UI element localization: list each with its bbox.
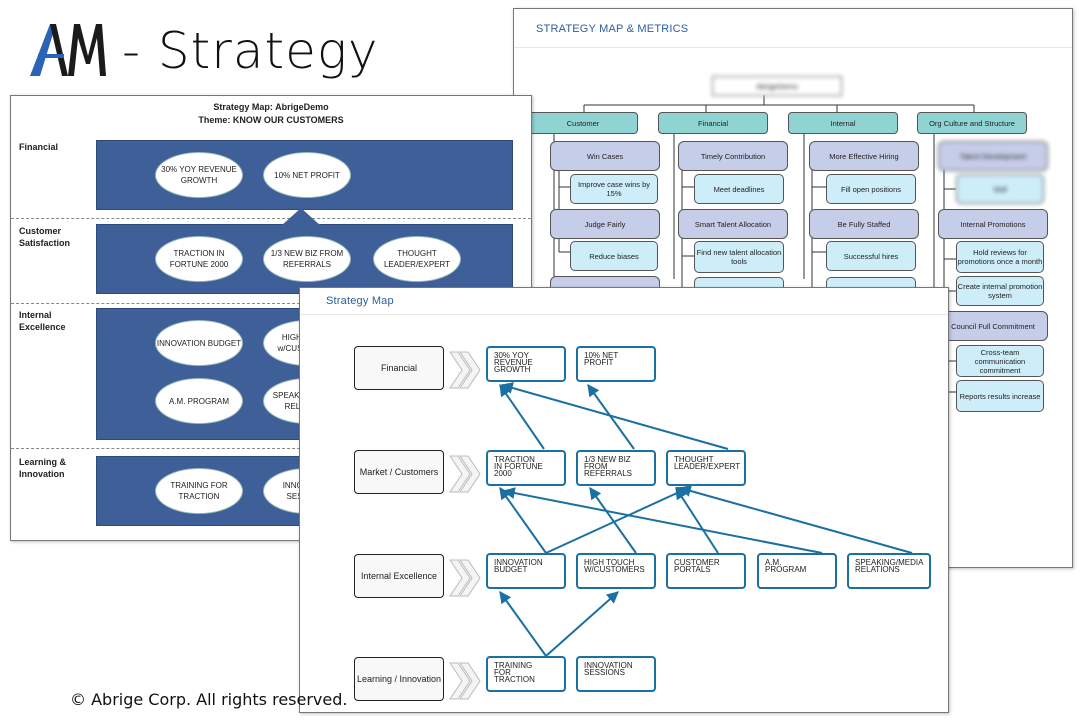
objective-node[interactable]: Be Fully Staffed bbox=[809, 209, 919, 239]
category-org-culture[interactable]: Org Culture and Structure bbox=[917, 112, 1027, 134]
strategy-node[interactable]: 30% YOY REVENUE GROWTH bbox=[486, 346, 566, 382]
chevron-right-icon bbox=[449, 559, 481, 597]
strategy-node[interactable]: TRACTION IN FORTUNE 2000 bbox=[486, 450, 566, 486]
row-label-learning: Learning / Innovation bbox=[354, 657, 444, 701]
initiative-node[interactable]: Skill bbox=[956, 174, 1044, 204]
objective-oval[interactable]: INNOVATION BUDGET bbox=[155, 320, 243, 366]
objective-node[interactable]: Smart Talent Allocation bbox=[678, 209, 788, 239]
strategy-node[interactable]: HIGH TOUCH w/CUSTOMERS bbox=[576, 553, 656, 589]
initiative-node[interactable]: Meet deadlines bbox=[694, 174, 784, 204]
strategy-node[interactable]: THOUGHT LEADER/EXPERT bbox=[666, 450, 746, 486]
category-internal[interactable]: Internal bbox=[788, 112, 898, 134]
initiative-node[interactable]: Create internal promotion system bbox=[956, 276, 1044, 306]
strategy-node[interactable]: SPEAKING/MEDIA RELATIONS bbox=[847, 553, 931, 589]
objective-node[interactable]: Internal Promotions bbox=[938, 209, 1048, 239]
chevron-right-icon bbox=[449, 455, 481, 493]
strategy-map-title: Strategy Map: AbrigeDemo bbox=[213, 102, 329, 112]
objective-oval[interactable]: TRAINING FOR TRACTION bbox=[155, 468, 243, 514]
strategy-connectors bbox=[499, 382, 913, 657]
chevron-right-icon bbox=[449, 662, 481, 700]
row-divider bbox=[11, 303, 531, 304]
objective-oval[interactable]: A.M. PROGRAM bbox=[155, 378, 243, 424]
strategy-node[interactable]: CUSTOMER PORTALS bbox=[666, 553, 746, 589]
objective-node[interactable]: More Effective Hiring bbox=[809, 141, 919, 171]
row-label-learning: Learning & Innovation bbox=[19, 457, 67, 479]
chevron-right-icon bbox=[449, 351, 481, 389]
page-title: - Strategy bbox=[122, 22, 379, 80]
row-label-internal: Internal Excellence bbox=[354, 554, 444, 598]
initiative-node[interactable]: Cross-team communication commitment bbox=[956, 345, 1044, 377]
objective-node[interactable]: Win Cases bbox=[550, 141, 660, 171]
objective-oval[interactable]: THOUGHT LEADER/EXPERT bbox=[373, 236, 461, 282]
panel-header: Strategy Map bbox=[300, 288, 948, 315]
row-label-financial: Financial bbox=[354, 346, 444, 390]
initiative-node[interactable]: Reduce biases bbox=[570, 241, 658, 271]
objective-node[interactable]: Timely Contribution bbox=[678, 141, 788, 171]
abrige-logo bbox=[30, 24, 106, 76]
org-root-node[interactable]: AbrigeDemo bbox=[712, 76, 842, 96]
row-label-internal: Internal Excellence bbox=[19, 310, 66, 332]
row-divider bbox=[11, 218, 531, 219]
strategy-node[interactable]: 1/3 NEW BIZ FROM REFERRALS bbox=[576, 450, 656, 486]
objective-oval[interactable]: 10% NET PROFIT bbox=[263, 152, 351, 198]
strategy-node[interactable]: INNOVATION SESSIONS bbox=[576, 656, 656, 692]
initiative-node[interactable]: Improve case wins by 15% bbox=[570, 174, 658, 204]
objective-oval[interactable]: 30% YOY REVENUE GROWTH bbox=[155, 152, 243, 198]
row-label-market: Market / Customers bbox=[354, 450, 444, 494]
objective-node[interactable]: Council Full Commitment bbox=[938, 311, 1048, 341]
copyright-notice: © Abrige Corp. All rights reserved. bbox=[70, 690, 348, 709]
objective-node[interactable]: Judge Fairly bbox=[550, 209, 660, 239]
strategy-node[interactable]: 10% NET PROFIT bbox=[576, 346, 656, 382]
category-financial[interactable]: Financial bbox=[658, 112, 768, 134]
row-label-financial: Financial bbox=[19, 142, 59, 152]
strategy-map-panel: Strategy Map Financial Market / Customer… bbox=[299, 287, 949, 713]
panel-header-title: Strategy Map bbox=[326, 295, 394, 307]
row-divider bbox=[11, 448, 531, 449]
row-label-customer: Customer Satisfaction bbox=[19, 226, 71, 248]
strategy-node[interactable]: TRAINING FOR TRACTION bbox=[486, 656, 566, 692]
panel-header-title: STRATEGY MAP & METRICS bbox=[536, 23, 689, 35]
initiative-node[interactable]: Hold reviews for promotions once a month bbox=[956, 241, 1044, 273]
strategy-node[interactable]: INNOVATION BUDGET bbox=[486, 553, 566, 589]
initiative-node[interactable]: Successful hires bbox=[826, 241, 916, 271]
strategy-map-theme: Theme: KNOW OUR CUSTOMERS bbox=[198, 115, 344, 125]
objective-node[interactable]: Talent Development bbox=[938, 141, 1048, 171]
up-arrow-icon bbox=[281, 208, 321, 226]
category-customer[interactable]: Customer bbox=[528, 112, 638, 134]
initiative-node[interactable]: Fill open positions bbox=[826, 174, 916, 204]
strategy-node[interactable]: A.M. PROGRAM bbox=[757, 553, 837, 589]
panel-header: STRATEGY MAP & METRICS bbox=[514, 9, 1072, 48]
initiative-node[interactable]: Reports results increase bbox=[956, 380, 1044, 412]
objective-oval[interactable]: 1/3 NEW BIZ FROM REFERRALS bbox=[263, 236, 351, 282]
objective-oval[interactable]: TRACTION IN FORTUNE 2000 bbox=[155, 236, 243, 282]
initiative-node[interactable]: Find new talent allocation tools bbox=[694, 241, 784, 273]
